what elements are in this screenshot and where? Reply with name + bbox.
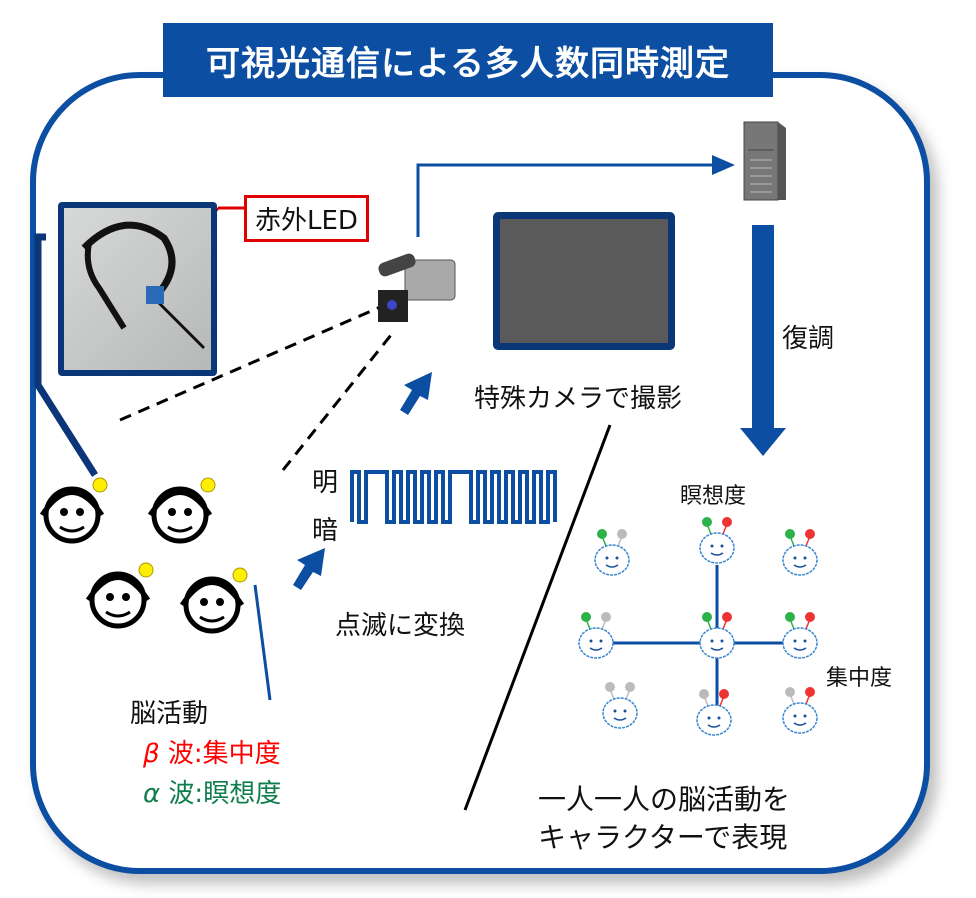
demodulation-label: 復調 xyxy=(782,324,835,354)
character-icon xyxy=(699,612,735,659)
up-arrow-blink xyxy=(293,548,325,590)
alpha-symbol: α xyxy=(143,779,161,809)
video-camera-icon xyxy=(378,253,456,322)
beta-wave: 波 xyxy=(167,739,194,769)
headset-icon xyxy=(81,221,206,350)
led-spark-icon xyxy=(232,567,248,583)
summary-line-1: 一人一人の脳活動を xyxy=(538,783,791,816)
demod-arrow-shaft xyxy=(752,225,774,430)
dashed-sightline-1 xyxy=(119,303,386,422)
alpha-meaning: 瞑想度 xyxy=(203,779,282,809)
server-icon xyxy=(743,121,786,201)
axis-concentration-label: 集中度 xyxy=(826,666,893,691)
alpha-sep: : xyxy=(194,779,204,809)
person-face-icon xyxy=(39,477,108,544)
signal-dark-label: 暗 xyxy=(312,516,339,546)
character-icon xyxy=(699,517,735,564)
alpha-wave-row: α 波:瞑想度 xyxy=(143,773,281,810)
arrowhead-to-server xyxy=(712,155,735,175)
up-arrow-camera xyxy=(400,372,432,415)
blink-signal-waveform xyxy=(350,470,557,524)
led-spark-icon xyxy=(92,477,108,493)
person-face-icon xyxy=(85,562,154,629)
page-title: 可視光通信による多人数同時測定 xyxy=(163,23,773,97)
camera-caption: 特殊カメラで撮影 xyxy=(474,384,683,414)
blink-caption: 点滅に変換 xyxy=(335,611,466,641)
dashed-sightline-2 xyxy=(281,329,397,471)
face-label-connector xyxy=(253,584,272,701)
alpha-wave: 波 xyxy=(168,779,195,809)
photo-connector xyxy=(34,233,98,477)
separator-line xyxy=(463,424,612,811)
demod-arrow-head xyxy=(740,428,786,456)
character-icon xyxy=(782,529,818,576)
character-icon xyxy=(782,612,818,659)
beta-wave-row: β 波:集中度 xyxy=(143,733,281,770)
person-face-icon xyxy=(179,567,248,634)
character-icon xyxy=(594,529,630,576)
character-icon xyxy=(696,689,732,736)
captured-image xyxy=(493,212,675,350)
character-icon xyxy=(578,612,614,659)
led-spark-icon xyxy=(138,562,154,578)
headset-photo xyxy=(58,202,217,376)
led-spark-icon xyxy=(200,477,216,493)
camera-to-server-line xyxy=(416,163,715,237)
beta-symbol: β xyxy=(143,739,160,769)
axis-meditation-label: 瞑想度 xyxy=(680,484,747,509)
beta-meaning: 集中度 xyxy=(202,739,281,769)
person-face-icon xyxy=(147,477,216,544)
character-icon xyxy=(782,687,818,734)
beta-sep: : xyxy=(193,739,203,769)
brain-activity-heading: 脳活動 xyxy=(130,699,209,729)
summary-line-2: キャラクターで表現 xyxy=(538,821,788,854)
character-icon xyxy=(602,682,638,729)
signal-bright-label: 明 xyxy=(312,468,339,498)
infrared-led-label: 赤外LED xyxy=(244,195,369,242)
